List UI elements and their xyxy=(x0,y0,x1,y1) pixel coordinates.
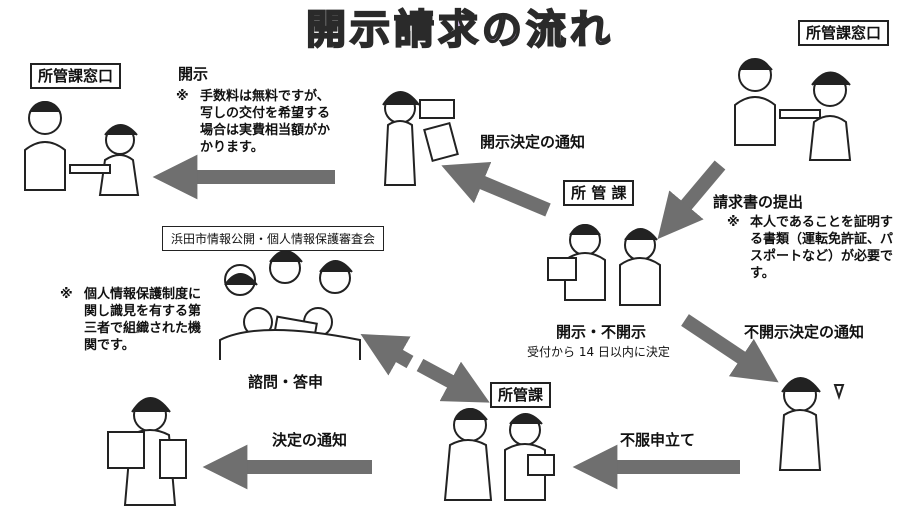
disclosure-label: 開示 xyxy=(178,65,209,83)
window-staff-illustration xyxy=(734,58,852,161)
department-bottom-label: 所管課 xyxy=(490,382,552,408)
arrow-nondisclosure xyxy=(681,314,779,383)
submit-request-label: 請求書の提出 xyxy=(713,193,804,211)
council-label: 浜田市情報公開・個人情報保護審査会 xyxy=(162,226,385,251)
objection-label: 不服申立て xyxy=(620,431,696,449)
submit-note: 本人であることを証明する書類（運転免許証、パスポートなど）が必要です。 xyxy=(750,215,894,281)
arrow-submit-request xyxy=(657,160,726,240)
arrow-consult-right xyxy=(416,358,490,403)
disclose-or-not-label: 開示・不開示 xyxy=(556,323,647,341)
department-center-label: 所 管 課 xyxy=(563,180,635,206)
decision-deadline-label: 受付から 14 日以内に決定 xyxy=(527,345,670,359)
disclosure-note-mark: ※ xyxy=(176,89,189,104)
page-title: 開示請求の流れ xyxy=(305,6,614,54)
submit-note-mark: ※ xyxy=(727,215,740,230)
department-staff-illustration xyxy=(547,224,661,306)
disclosure-decision-notice-label: 開示決定の通知 xyxy=(480,133,586,151)
consult-reply-label: 諮問・答申 xyxy=(248,373,324,391)
bottom-department-staff-illustration xyxy=(443,408,555,501)
disclosure-note: 手数料は無料ですが、写しの交付を希望する場合は実費相当額がかかります。 xyxy=(200,89,331,155)
arrow-consult-left xyxy=(360,333,414,376)
arrow-decision-notice xyxy=(441,161,551,217)
decision-notice-label: 決定の通知 xyxy=(272,431,348,449)
council-members-illustration xyxy=(219,250,361,360)
council-note-mark: ※ xyxy=(60,287,73,302)
window-clerks-illustration xyxy=(24,101,140,196)
nondisclosure-notice-label: 不開示決定の通知 xyxy=(744,323,865,341)
woman-receiving-notice-illustration xyxy=(382,91,459,186)
council-note: 個人情報保護制度に関し識見を有する第三者で組織された機関です。 xyxy=(84,287,202,353)
upset-woman-illustration xyxy=(778,377,845,471)
woman-with-documents-illustration xyxy=(107,397,187,506)
window-top-left-label: 所管課窓口 xyxy=(30,63,122,89)
window-top-right-label: 所管課窓口 xyxy=(798,20,890,46)
